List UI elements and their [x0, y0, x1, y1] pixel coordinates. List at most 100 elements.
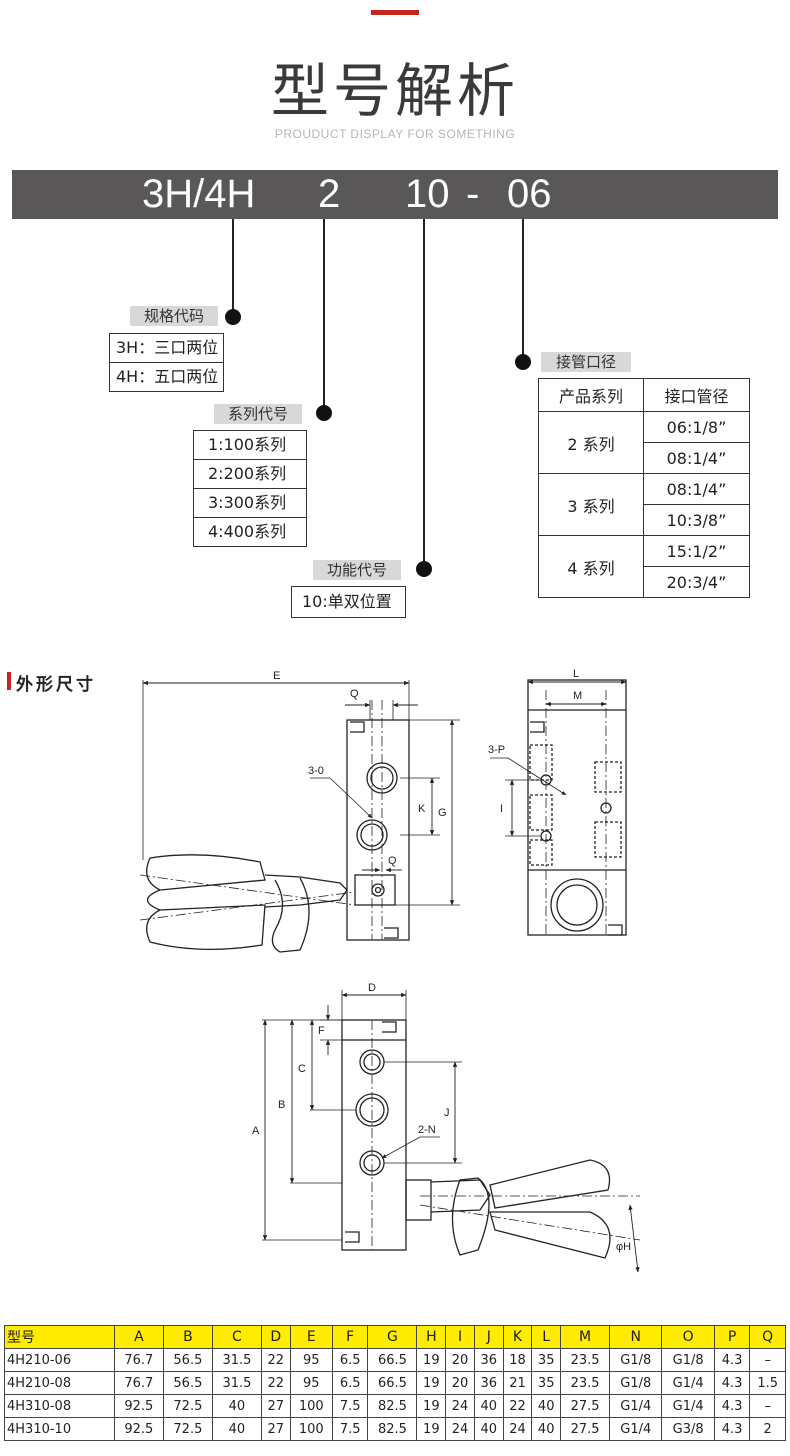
dimensions-cell: 56.5: [162, 1348, 213, 1372]
dim-label-3-0: 3-0: [308, 765, 324, 777]
dim-label-e: E: [273, 670, 280, 682]
function-code-box: 10:单双位置: [291, 586, 406, 618]
dimensions-cell: 1.5: [749, 1371, 786, 1395]
series-code-item: 4:400系列: [208, 522, 287, 541]
dimensions-cell: 2: [749, 1417, 786, 1441]
dim-label-c: C: [298, 1063, 306, 1075]
dimensions-header-cell: A: [113, 1325, 164, 1349]
series-code-dot: [316, 405, 332, 421]
dimensions-cell: 22: [260, 1348, 291, 1372]
dim-label-q-top: Q: [350, 688, 359, 700]
port-size-value: 10:3/8”: [643, 504, 750, 536]
dimensions-header-cell: Q: [749, 1325, 786, 1349]
port-size-dot: [515, 354, 531, 370]
header-accent-bar: [371, 10, 419, 15]
dimensions-cell: 66.5: [367, 1348, 418, 1372]
dimensions-cell: G1/4: [609, 1417, 663, 1441]
dim-label-a: A: [252, 1125, 260, 1137]
dimensions-header-cell: C: [211, 1325, 262, 1349]
dimensions-cell: 4H210-06: [4, 1348, 115, 1372]
dimensions-header-cell: N: [609, 1325, 663, 1349]
dimensions-cell: 22: [260, 1371, 291, 1395]
spec-code-item: 3H：三口两位: [110, 334, 223, 363]
code-part-series: 2: [318, 172, 341, 216]
leader-line-spec: [232, 219, 234, 317]
dim-label-phi-h: φH: [616, 1241, 631, 1253]
dimensions-header-cell: P: [713, 1325, 751, 1349]
dimensions-cell: 27: [260, 1417, 291, 1441]
dim-label-f: F: [318, 1025, 325, 1037]
dimensions-cell: 20: [445, 1371, 475, 1395]
dimensions-cell: 24: [445, 1394, 475, 1418]
section-accent-mark: [7, 672, 11, 690]
dimensions-cell: G3/8: [661, 1417, 715, 1441]
dimensions-cell: 72.5: [162, 1417, 213, 1441]
dimensions-cell: 20: [445, 1348, 475, 1372]
dimensions-header-cell: G: [367, 1325, 418, 1349]
dimensions-cell: 27.5: [560, 1417, 611, 1441]
dim-label-k: K: [418, 803, 426, 815]
port-size-value: 08:1/4”: [643, 442, 750, 474]
port-size-value: 06:1/8”: [643, 411, 750, 443]
function-code-item: 10:单双位置: [302, 592, 392, 611]
dimensions-header-cell: E: [289, 1325, 333, 1349]
leader-line-function: [423, 219, 425, 569]
port-size-value: 20:3/4”: [643, 566, 750, 598]
port-size-series: 2 系列: [538, 411, 644, 474]
dim-label-m: M: [573, 690, 582, 702]
dimensions-cell: 4.3: [713, 1394, 751, 1418]
dimensions-header-cell: B: [162, 1325, 213, 1349]
dimensions-cell: 19: [416, 1348, 447, 1372]
spec-code-box: 3H：三口两位 4H：五口两位: [109, 333, 224, 392]
dimensions-header-cell: D: [260, 1325, 291, 1349]
function-code-dot: [416, 561, 432, 577]
dimensions-cell: 36: [473, 1371, 504, 1395]
dimension-drawing: E Q 3-0 Q K G L M 3-P I D F C B A J 2-N …: [139, 668, 641, 1273]
dim-label-2-n: 2-N: [418, 1124, 436, 1136]
dimensions-cell: G1/8: [609, 1371, 663, 1395]
code-part-function: 10: [405, 172, 450, 216]
series-code-label: 系列代号: [214, 404, 302, 424]
dimensions-cell: 7.5: [331, 1417, 369, 1441]
dimensions-cell: 95: [289, 1348, 333, 1372]
dimensions-cell: G1/8: [609, 1348, 663, 1372]
dimensions-cell: 4H310-10: [4, 1417, 115, 1441]
port-size-value: 08:1/4”: [643, 473, 750, 505]
dimensions-cell: 4H210-08: [4, 1371, 115, 1395]
dimensions-cell: 66.5: [367, 1371, 418, 1395]
dim-label-3-p: 3-P: [488, 744, 505, 756]
dim-label-i: I: [500, 803, 503, 815]
port-size-table: 产品系列 接口管径 2 系列 06:1/8” 08:1/4” 3 系列 08:1…: [538, 378, 750, 598]
dimensions-cell: 100: [289, 1394, 333, 1418]
dimensions-cell: G1/8: [661, 1348, 715, 1372]
port-size-header: 接口管径: [643, 378, 750, 412]
code-part-separator: -: [466, 172, 480, 216]
bottom-view-body: [341, 1019, 407, 1251]
series-code-item: 2:200系列: [194, 460, 306, 489]
dimensions-header-cell: F: [331, 1325, 369, 1349]
function-code-label: 功能代号: [313, 560, 401, 580]
dimensions-cell: 40: [211, 1417, 262, 1441]
dimensions-cell: 76.7: [113, 1348, 164, 1372]
dimensions-cell: 6.5: [331, 1371, 369, 1395]
port-size-header: 产品系列: [538, 378, 644, 412]
port-size-series: 3 系列: [538, 473, 644, 536]
dimensions-cell: 35: [531, 1371, 562, 1395]
dim-label-l: L: [573, 668, 579, 680]
dimensions-cell: –: [749, 1394, 786, 1418]
front-view-stem-block: [354, 874, 396, 906]
port-size-series: 4 系列: [538, 535, 644, 598]
dimensions-cell: 40: [531, 1417, 562, 1441]
dimensions-cell: 92.5: [113, 1394, 164, 1418]
dimensions-cell: 24: [445, 1417, 475, 1441]
dimensions-cell: 95: [289, 1371, 333, 1395]
dimensions-cell: 40: [473, 1417, 504, 1441]
dimensions-cell: 19: [416, 1417, 447, 1441]
dimensions-cell: 23.5: [560, 1371, 611, 1395]
dimensions-cell: 18: [502, 1348, 533, 1372]
